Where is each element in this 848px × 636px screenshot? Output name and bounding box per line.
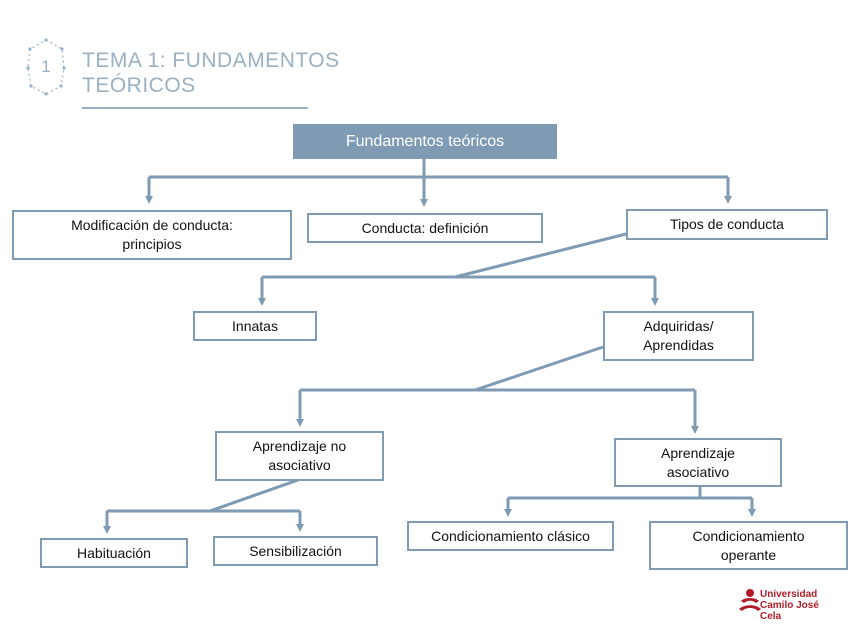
node-modificacion-de-conducta: Modificación de conducta: principios (12, 210, 292, 260)
node-conducta-definicion: Conducta: definición (307, 213, 543, 243)
title-underline (82, 107, 308, 109)
connector-adquiridas-diagonal (474, 345, 604, 392)
university-logo: Universidad Camilo José Cela (738, 588, 838, 622)
node-sensibilizacion: Sensibilización (213, 536, 378, 566)
section-badge-icon (26, 38, 66, 96)
connector-tipos-diagonal (454, 232, 627, 279)
university-name: Universidad Camilo José Cela (760, 589, 819, 622)
node-aprendizaje-asociativo: Aprendizaje asociativo (614, 438, 782, 487)
node-condicionamiento-operante: Condicionamiento operante (649, 521, 848, 570)
node-tipos-de-conducta: Tipos de conducta (626, 209, 828, 240)
section-number: 1 (41, 57, 51, 76)
node-adquiridas-aprendidas: Adquiridas/ Aprendidas (603, 311, 754, 361)
page-title: TEMA 1: FUNDAMENTOS TEÓRICOS (82, 49, 340, 97)
node-innatas: Innatas (193, 311, 317, 341)
node-habituacion: Habituación (40, 538, 188, 568)
node-condicionamiento-clasico: Condicionamiento clásico (407, 521, 614, 551)
node-fundamentos-teoricos: Fundamentos teóricos (293, 124, 557, 159)
node-aprendizaje-no-asociativo: Aprendizaje no asociativo (215, 431, 384, 481)
connector-no-asociativo-diagonal (209, 478, 299, 513)
ucjc-logo-icon (739, 589, 761, 611)
